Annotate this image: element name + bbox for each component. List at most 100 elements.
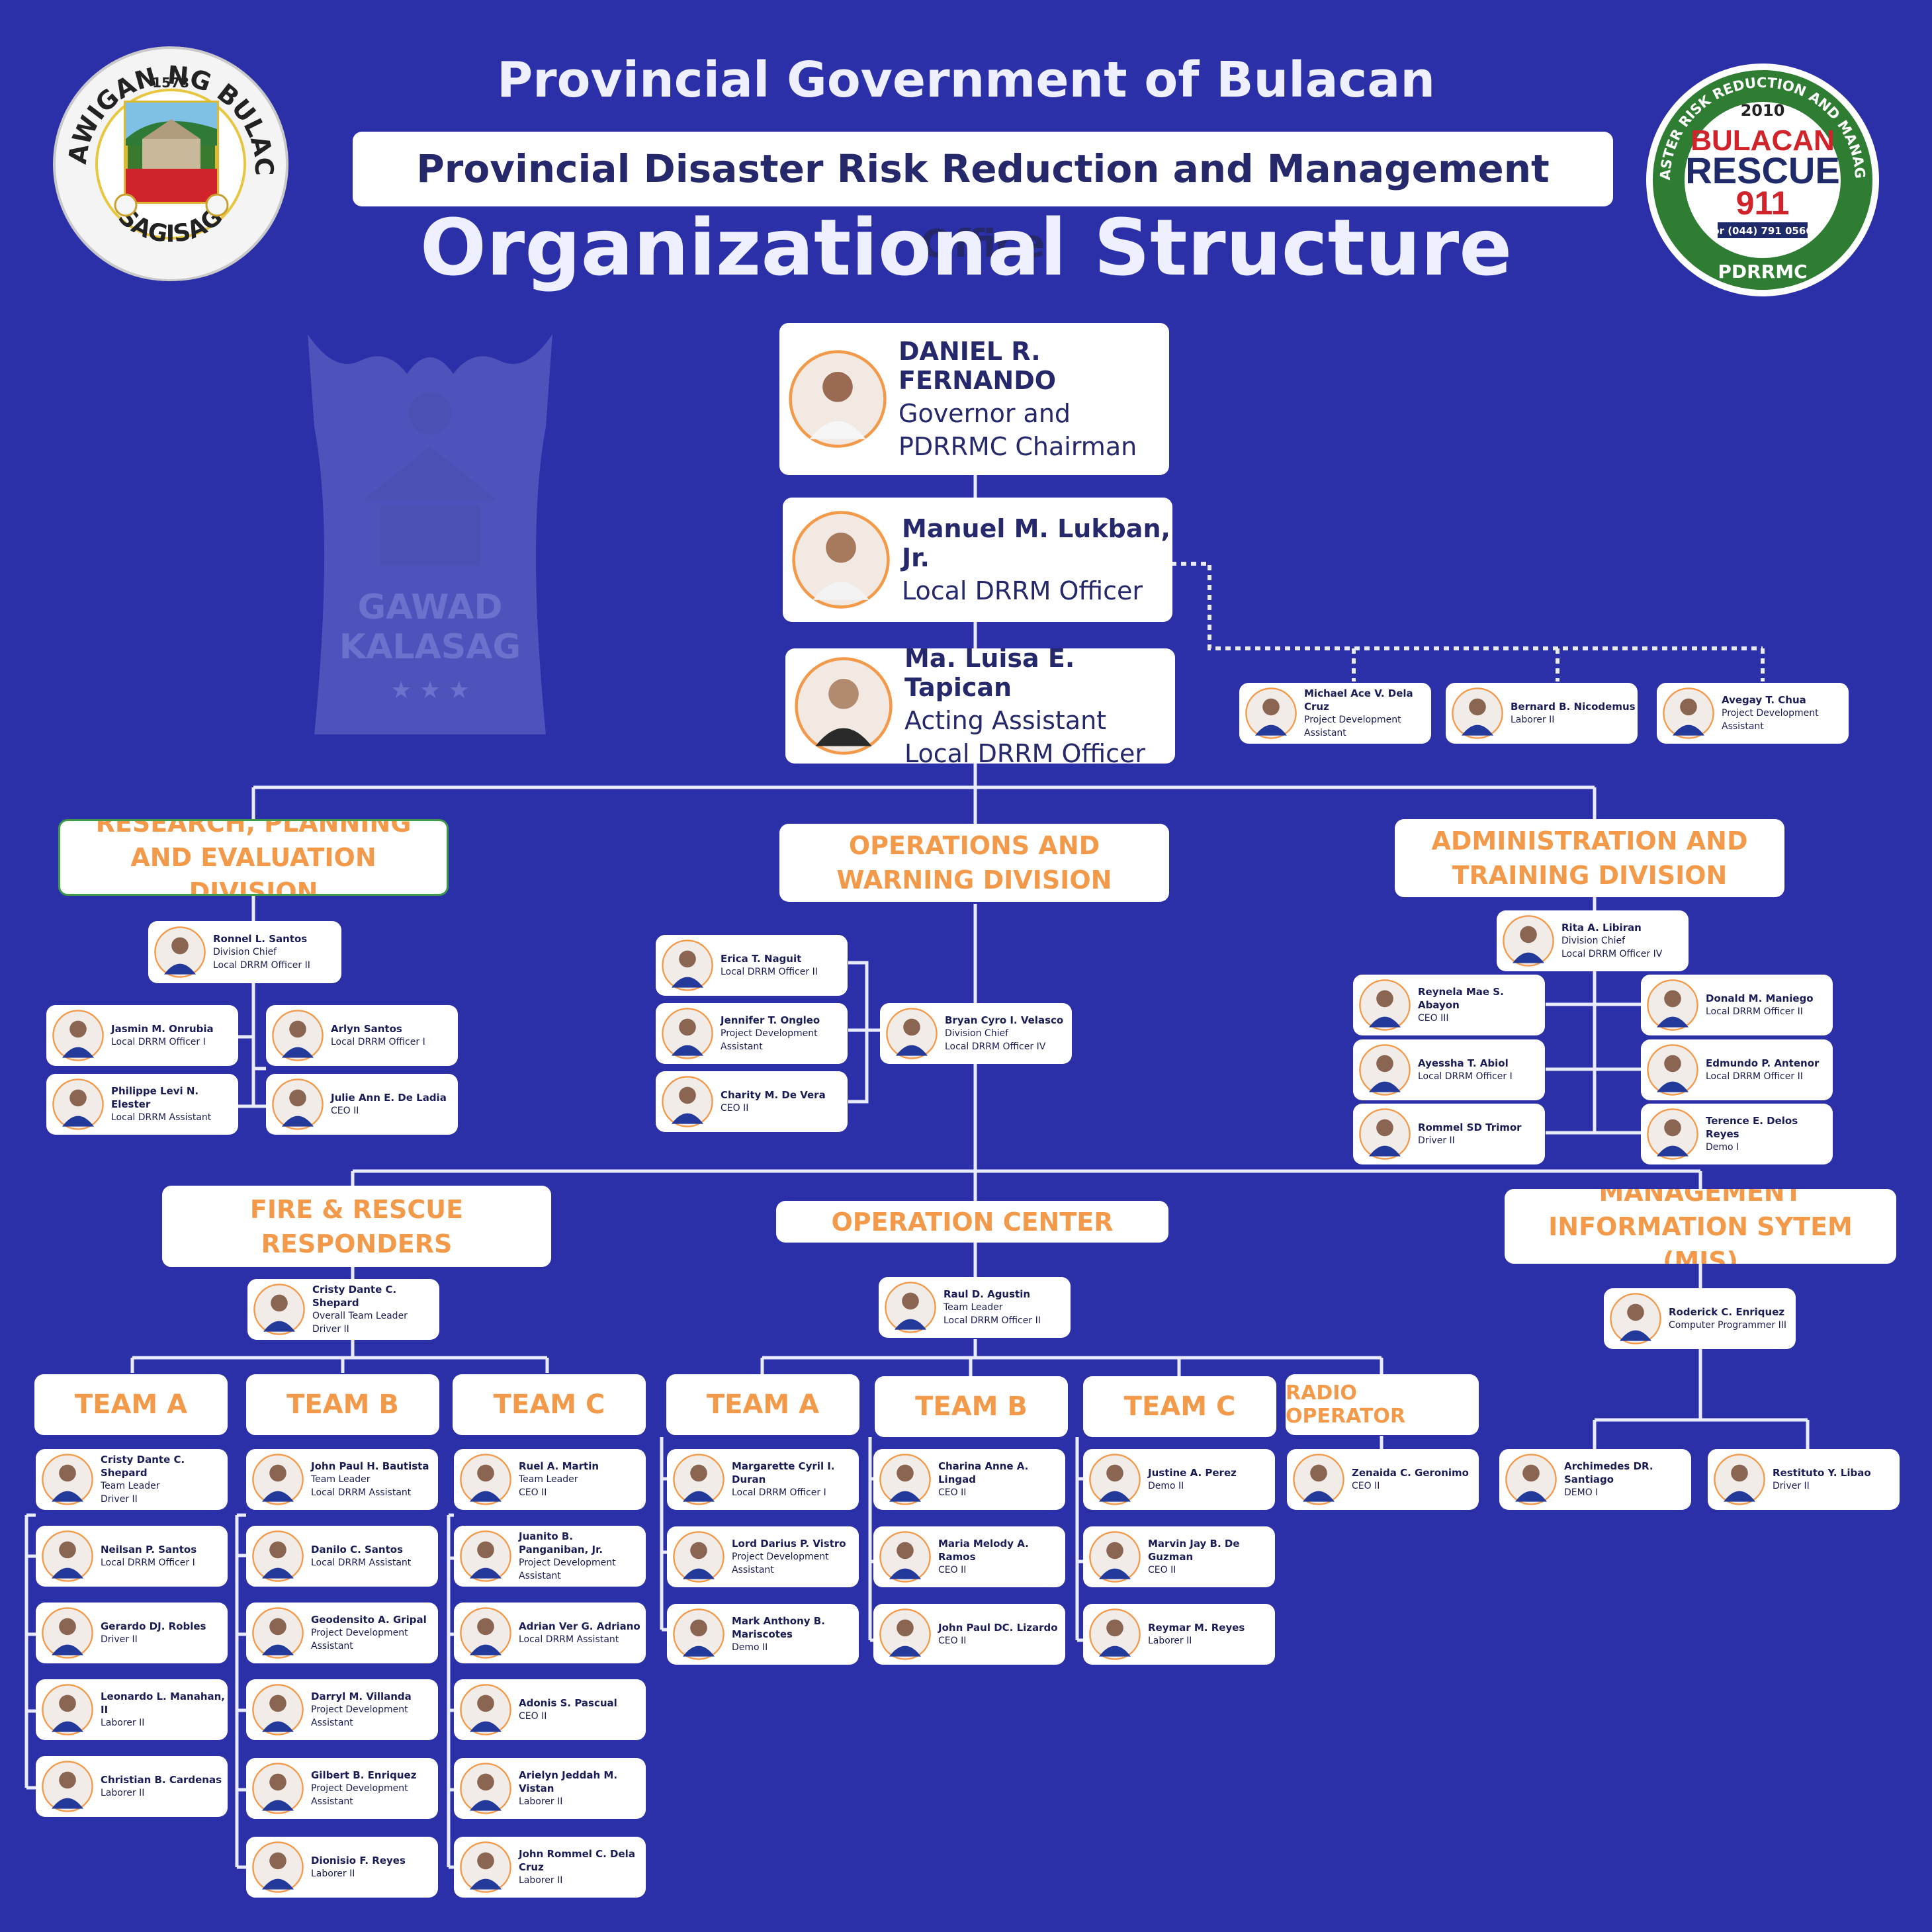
staff-position: Division Chief [213,947,277,957]
team-header: TEAM A [666,1374,859,1435]
staff-name: Jennifer T. Ongleo [721,1014,820,1026]
staff-name: Geodensito A. Gripal [311,1614,427,1626]
portrait-icon [460,1684,511,1735]
staff-name: Bernard B. Nicodemus [1511,701,1636,713]
portrait-icon [662,1076,713,1127]
portrait-icon [879,1454,931,1505]
office-title: Provincial Disaster Risk Reduction and M… [353,132,1613,266]
staff-name: Julie Ann E. De Ladia [331,1092,447,1104]
portrait-icon [460,1607,511,1659]
staff-name: Ronnel L. Santos [213,933,308,945]
staff-position: Local DRRM Officer I [732,1487,826,1498]
leader-name: DANIEL R. FERNANDO [899,337,1057,395]
team-header: TEAM C [1083,1376,1276,1437]
portrait-icon [252,1763,304,1814]
staff-position: Laborer II [519,1875,563,1886]
portrait-icon [42,1454,93,1505]
team-header: TEAM C [453,1374,646,1435]
staff-position: Team Leader [311,1474,371,1485]
portrait-icon [673,1454,724,1505]
staff-position: Local DRRM Officer I [101,1558,195,1568]
staff-position: CEO II [331,1106,359,1116]
staff-position: Division Chief [945,1028,1008,1039]
portrait-icon [460,1841,511,1893]
staff-position: Driver II [101,1494,138,1505]
staff-position: DEMO I [1564,1487,1599,1498]
staff-name: Maria Melody A. Ramos [938,1538,1029,1563]
portrait-icon [662,1008,713,1059]
team-header-radio: RADIO OPERATOR [1286,1374,1479,1435]
staff-name: Bryan Cyro I. Velasco [945,1014,1064,1026]
staff-name: Marvin Jay B. De Guzman [1148,1538,1240,1563]
staff-card: Juanito B. Panganiban, Jr.Project Develo… [454,1526,646,1587]
staff-position: Local DRRM Officer II [1706,1006,1803,1017]
portrait-icon [1452,687,1503,739]
staff-position: Computer Programmer III [1669,1320,1786,1331]
leader-card-ldrrmo: Manuel M. Lukban, Jr.Local DRRM Officer [783,498,1172,622]
staff-position: CEO II [519,1711,547,1722]
staff-name: Adonis S. Pascual [519,1697,617,1709]
staff-position: Local DRRM Officer I [331,1037,425,1047]
leader-position: Acting Assistant [904,706,1107,735]
staff-position: Local DRRM Officer II [1706,1071,1803,1082]
staff-name: John Rommel C. Dela Cruz [519,1848,635,1873]
staff-position: Local DRRM Assistant [519,1634,619,1645]
team-header: TEAM B [875,1376,1068,1437]
team-header: TEAM B [246,1374,439,1435]
staff-name: Michael Ace V. Dela Cruz [1304,687,1413,713]
staff-position: Demo I [1706,1142,1739,1153]
gawad-kalasag-award: GAWAD KALASAG ★ ★ ★ [308,334,552,734]
staff-position: CEO II [1352,1481,1380,1491]
division-mis: MANAGEMENT INFORMATION SYTEM (MIS) [1505,1189,1896,1264]
staff-name: Gerardo DJ. Robles [101,1620,206,1632]
pdrrmc-phone: or (044) 791 0566 [1712,225,1812,237]
portrait-icon [1503,915,1554,967]
portrait-icon [1245,687,1297,739]
portrait-icon [789,350,887,448]
staff-position: Team Leader [944,1302,1003,1313]
portrait-icon [252,1530,304,1582]
staff-position: Project Development Assistant [311,1628,408,1651]
staff-name: Darryl M. Villanda [311,1690,412,1702]
staff-position: Project Development Assistant [311,1783,408,1807]
staff-position: Demo II [1148,1481,1184,1491]
staff-name: Terence E. Delos Reyes [1706,1115,1798,1140]
staff-position: Demo II [732,1642,768,1653]
staff-name: Adrian Ver G. Adriano [519,1620,640,1632]
staff-name: Jasmin M. Onrubia [111,1023,214,1035]
portrait-icon [673,1608,724,1660]
staff-name: John Paul DC. Lizardo [938,1622,1058,1634]
portrait-icon [886,1008,938,1059]
staff-name: Rommel SD Trimor [1418,1121,1522,1133]
staff-position: Local DRRM Officer I [1418,1071,1513,1082]
staff-position: Division Chief [1561,936,1625,946]
staff-name: Neilsan P. Santos [101,1544,197,1556]
portrait-icon [1714,1454,1765,1505]
staff-position: CEO II [721,1103,749,1114]
leader-position: Governor and [899,399,1071,428]
portrait-icon [460,1454,511,1505]
portrait-icon [272,1078,324,1130]
portrait-icon [1089,1608,1141,1660]
staff-position: Laborer II [1511,715,1555,725]
division-operations: OPERATIONS AND WARNING DIVISION [779,824,1169,902]
portrait-icon [1647,1044,1698,1096]
portrait-icon [52,1010,104,1061]
staff-position: Local DRRM Officer II [721,967,818,977]
leader-position: PDRRMC Chairman [899,432,1137,461]
staff-position: Local DRRM Officer I [111,1037,206,1047]
